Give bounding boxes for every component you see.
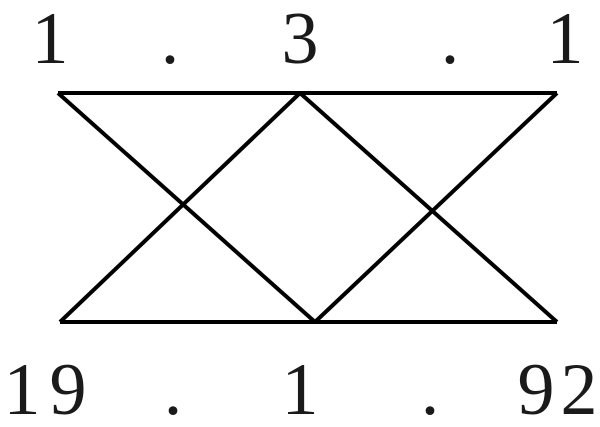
- bottom-labels: 1 9 . 1 . 9 2: [4, 349, 598, 427]
- diagonal-4: [313, 91, 559, 324]
- top-labels: 1 . 3 . 1: [32, 0, 584, 80]
- shape: [56, 91, 559, 324]
- bottom-label-left: 9: [50, 349, 87, 427]
- top-label-left: 1: [32, 0, 69, 80]
- top-dot-right: .: [441, 0, 460, 80]
- bottom-dot-right: .: [421, 349, 440, 427]
- top-label-right: 1: [547, 0, 584, 80]
- bottom-label-center: 1: [282, 349, 319, 427]
- diagonal-1: [56, 91, 317, 324]
- bottom-overlay-right: 2: [561, 349, 598, 427]
- top-dot-left: .: [161, 0, 180, 80]
- bottom-label-right: 9: [518, 349, 555, 427]
- top-label-center: 3: [282, 0, 319, 80]
- diagonal-2: [58, 91, 302, 324]
- bottom-dot-left: .: [164, 349, 183, 427]
- bottom-overlay-left: 1: [4, 349, 41, 427]
- diagonal-3: [298, 91, 559, 324]
